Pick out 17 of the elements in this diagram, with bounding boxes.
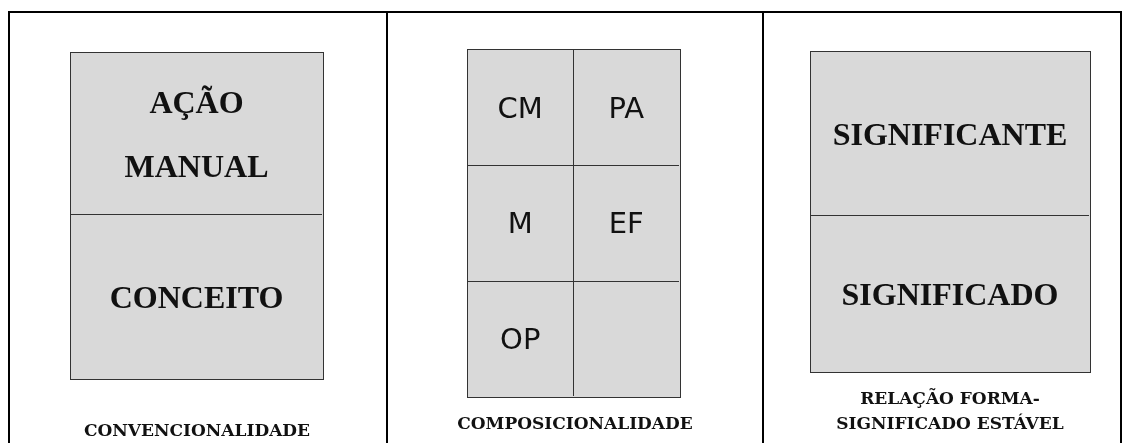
section-label: SIGNIFICADO	[840, 274, 1060, 314]
column-caption: RELAÇÃO FORMA-SIGNIFICADO ESTÁVEL	[835, 387, 1065, 435]
split-panel	[810, 51, 1091, 373]
cell-label: OP	[500, 321, 541, 356]
section-label: SIGNIFICANTE	[831, 114, 1069, 154]
column-caption: CONVENCIONALIDADE	[82, 419, 312, 442]
cell-label: PA	[608, 90, 644, 125]
grid-cell	[468, 280, 574, 396]
cell-label: EF	[608, 206, 644, 241]
grid-cell	[468, 165, 574, 281]
column-caption: COMPOSICIONALIDADE	[456, 412, 694, 435]
section-label: CONCEITO	[108, 277, 285, 317]
cell-label: M	[507, 206, 533, 241]
split-panel	[70, 52, 324, 380]
section-label: AÇÃO MANUAL	[123, 82, 270, 186]
cell-label: CM	[497, 90, 543, 125]
grid-table	[467, 49, 681, 398]
